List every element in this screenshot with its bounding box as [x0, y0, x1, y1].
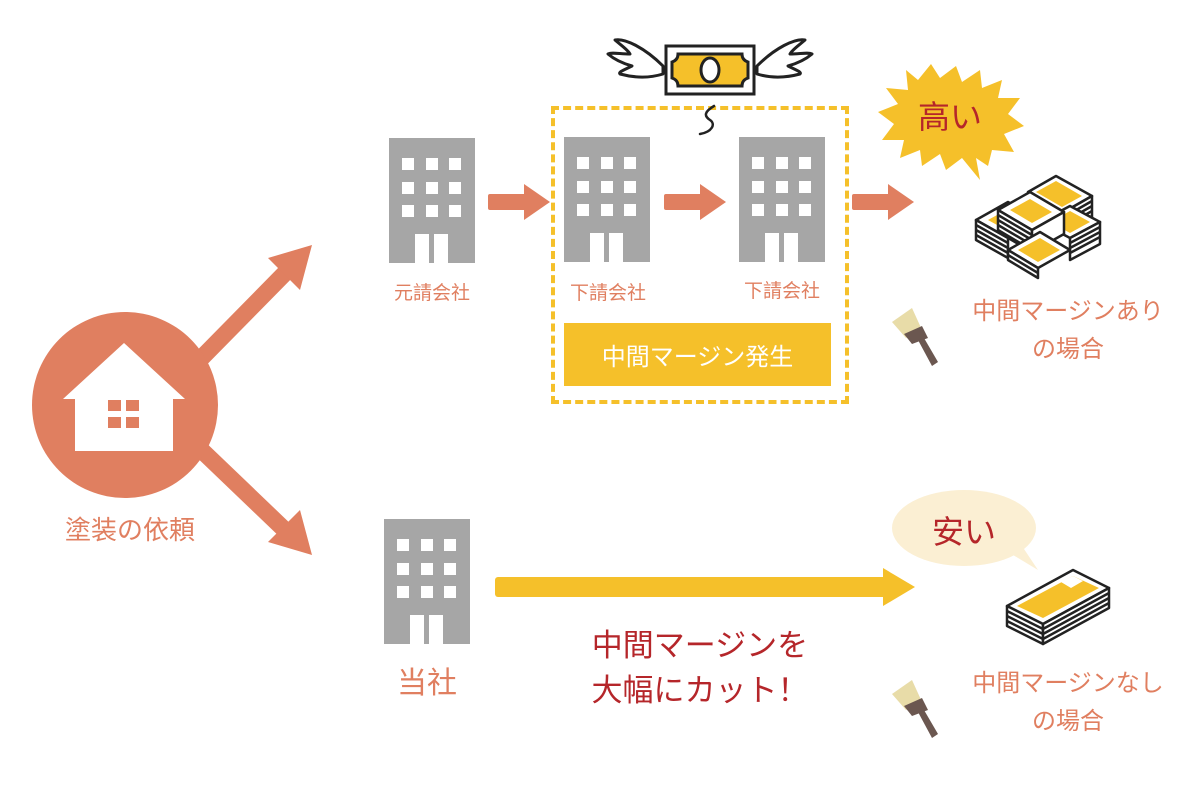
caption-no-margin-line1: 中間マージンなし: [972, 669, 1164, 697]
margin-occurs-badge: 中間マージン発生: [564, 323, 831, 386]
burst-bubble-icon: [878, 64, 1024, 180]
building-icon-prime: [389, 138, 475, 264]
price-high-label: 高い: [917, 98, 982, 136]
building-icon-sub1: [564, 137, 650, 263]
building-icon-our-company: [384, 519, 470, 645]
arrow-sub2-to-result: [852, 184, 914, 220]
caption-with-margin-line2: の場合: [1032, 335, 1104, 363]
price-low-label: 安い: [931, 513, 996, 551]
money-stacks-icon: [974, 174, 1102, 280]
direct-arrow: [495, 568, 915, 606]
caption-no-margin-line2: の場合: [1032, 707, 1104, 735]
flying-money-icon: [606, 38, 814, 136]
arrow-prime-to-sub1: [488, 184, 550, 220]
building-icon-sub2: [739, 137, 825, 263]
margin-zone-box: [551, 106, 849, 404]
company-label-prime: 元請会社: [393, 282, 470, 304]
cut-message-line1: 中間マージンを: [591, 628, 809, 664]
client-label: 塗装の依頼: [64, 516, 195, 546]
company-label-sub2: 下請会社: [743, 280, 820, 302]
margin-occurs-label: 中間マージン発生: [601, 343, 794, 371]
our-company-label: 当社: [397, 666, 457, 701]
speech-bubble-icon: [892, 490, 1038, 570]
company-label-sub1: 下請会社: [569, 282, 646, 304]
paintbrush-icon: [892, 680, 938, 738]
cut-message-line2: 大幅にカット！: [591, 673, 809, 709]
arrow-sub1-to-sub2: [664, 184, 726, 220]
house-icon: [63, 343, 185, 451]
paintbrush-icon: [892, 308, 938, 366]
caption-with-margin-line1: 中間マージンあり: [972, 297, 1164, 325]
money-stack-icon: [1005, 568, 1111, 646]
